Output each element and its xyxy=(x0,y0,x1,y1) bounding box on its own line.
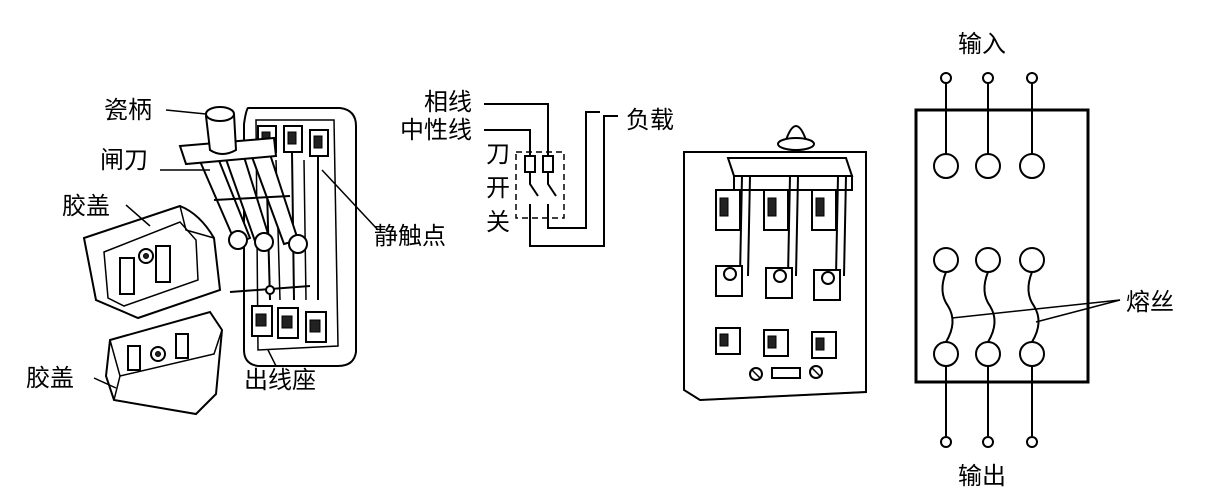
bottom-cover-illustration xyxy=(104,310,224,416)
label-blade: 闸刀 xyxy=(100,146,148,174)
label-porcelain-handle: 瓷柄 xyxy=(104,96,152,124)
fuse-box-diagram xyxy=(914,72,1121,448)
top-cover-illustration xyxy=(82,204,222,320)
label-switch-char-2: 开 xyxy=(486,174,510,202)
knife-switch-illustration xyxy=(178,106,357,367)
label-phase-wire: 相线 xyxy=(424,88,472,116)
label-load: 负载 xyxy=(626,106,674,134)
left-leader-lines xyxy=(93,109,379,389)
schematic-wiring xyxy=(484,103,618,247)
label-output: 输出 xyxy=(958,462,1006,490)
label-fuse: 熔丝 xyxy=(1126,288,1174,316)
knife-switch-front-illustration xyxy=(683,125,867,402)
label-bottom-cover: 胶盖 xyxy=(26,364,74,392)
label-input: 输入 xyxy=(958,30,1006,58)
label-static-contact: 静触点 xyxy=(374,222,446,250)
label-neutral-wire: 中性线 xyxy=(400,116,472,144)
label-switch-char-3: 关 xyxy=(486,208,510,236)
label-switch-char-1: 刀 xyxy=(486,140,510,168)
label-outlet-base: 出线座 xyxy=(244,366,316,394)
label-top-cover: 胶盖 xyxy=(62,192,110,220)
